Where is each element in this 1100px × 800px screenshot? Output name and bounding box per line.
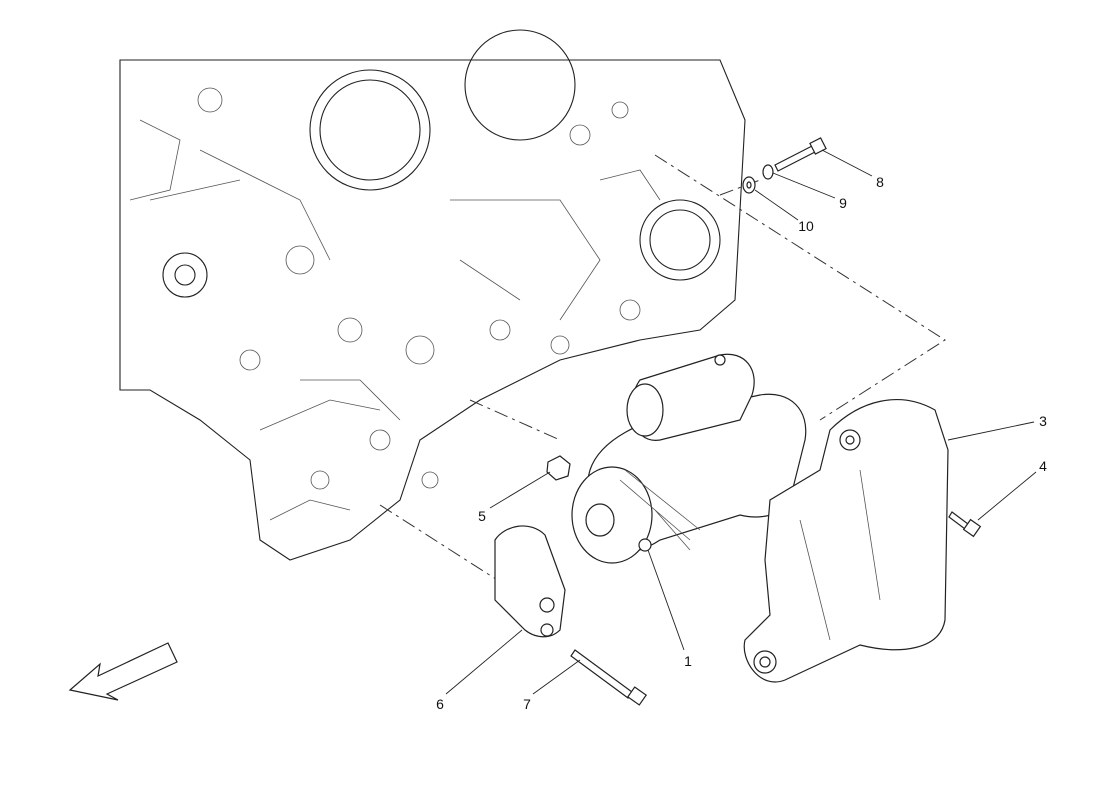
engine-block bbox=[119, 29, 746, 561]
callout-8: 8 bbox=[876, 174, 884, 190]
callout-9: 9 bbox=[839, 195, 847, 211]
starter-motor bbox=[571, 353, 807, 564]
nut-5 bbox=[546, 455, 571, 481]
washer-9 bbox=[762, 164, 774, 180]
callout-4: 4 bbox=[1039, 458, 1047, 474]
callout-3: 3 bbox=[1039, 413, 1047, 429]
callout-5: 5 bbox=[478, 508, 486, 524]
bolt-4 bbox=[948, 511, 982, 538]
callout-6: 6 bbox=[436, 696, 444, 712]
arrow-down-left-icon bbox=[68, 642, 178, 701]
support-bracket bbox=[743, 399, 949, 683]
end-cover bbox=[494, 525, 566, 638]
callout-7: 7 bbox=[523, 696, 531, 712]
bolt-7 bbox=[570, 649, 648, 706]
bolt-8 bbox=[774, 137, 827, 172]
callout-1: 1 bbox=[684, 653, 692, 669]
callout-10: 10 bbox=[798, 218, 814, 234]
